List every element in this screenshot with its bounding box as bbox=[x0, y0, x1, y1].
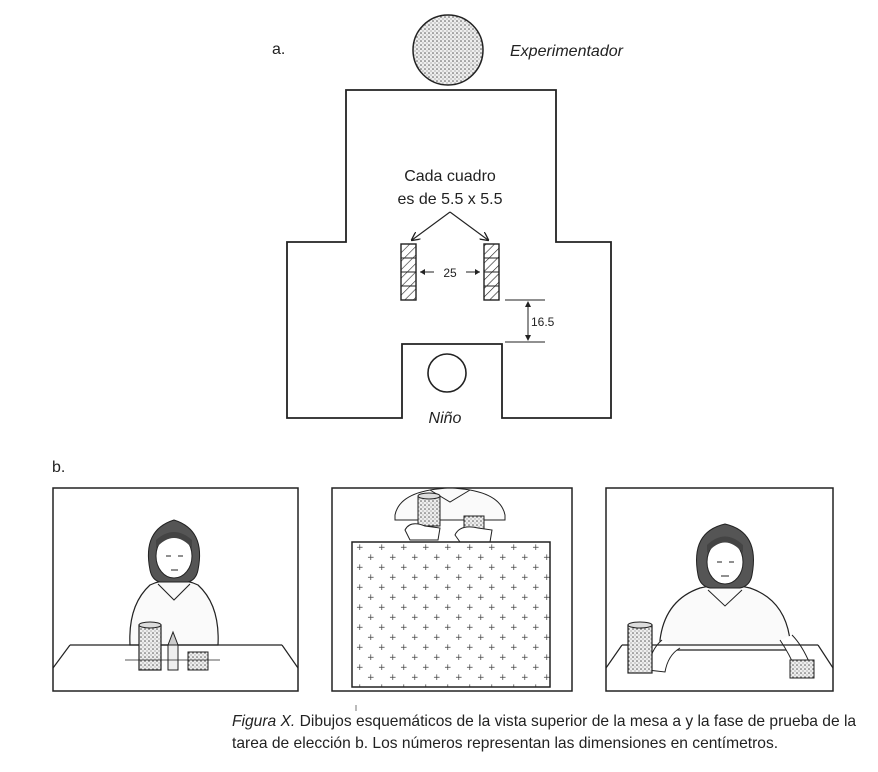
square-note-line1: Cada cuadro bbox=[404, 168, 496, 185]
tall-cylinder-2 bbox=[417, 495, 441, 527]
short-cylinder-3 bbox=[789, 659, 815, 679]
dim-16-arrow-bottom bbox=[525, 335, 531, 341]
child-circle bbox=[427, 353, 467, 393]
caption-line-1: Figura X. Dibujos esquemáticos de la vis… bbox=[232, 711, 872, 733]
dim-25-label: 25 bbox=[443, 266, 457, 280]
pointer-left bbox=[412, 211, 451, 240]
occluding-screen bbox=[351, 541, 551, 688]
dim-16-label: 16.5 bbox=[531, 315, 555, 329]
panel-2 bbox=[331, 487, 573, 692]
dim-25-arrow-left bbox=[420, 269, 425, 275]
part-a-label: a. bbox=[272, 41, 285, 58]
figure-caption: Figura X. Dibujos esquemáticos de la vis… bbox=[232, 711, 872, 755]
pointer-right bbox=[449, 211, 488, 240]
dim-25-arrow-right bbox=[475, 269, 480, 275]
part-b-label: b. bbox=[52, 459, 65, 476]
caption-text-1: Dibujos esquemáticos de la vista superio… bbox=[295, 713, 857, 730]
hatched-square-left bbox=[400, 243, 417, 301]
experimenter-circle bbox=[412, 14, 484, 86]
experimenter-label: Experimentador bbox=[510, 43, 624, 60]
tall-cylinder-1 bbox=[138, 624, 162, 671]
table-outline bbox=[286, 89, 612, 419]
short-cylinder-1 bbox=[187, 651, 209, 671]
child-label: Niño bbox=[429, 410, 462, 427]
caption-figure-label: Figura X. bbox=[232, 713, 296, 730]
small-bottle-1 bbox=[167, 644, 179, 671]
panel-1 bbox=[52, 487, 299, 692]
child-figure-3 bbox=[647, 523, 811, 673]
square-note-line2: es de 5.5 x 5.5 bbox=[398, 191, 503, 208]
tall-cylinder-3 bbox=[627, 624, 653, 674]
caption-line-2: tarea de elección b. Los números represe… bbox=[232, 735, 779, 752]
panel-3 bbox=[605, 487, 834, 692]
hatched-square-right bbox=[483, 243, 500, 301]
dim-16-arrow-top bbox=[525, 301, 531, 307]
